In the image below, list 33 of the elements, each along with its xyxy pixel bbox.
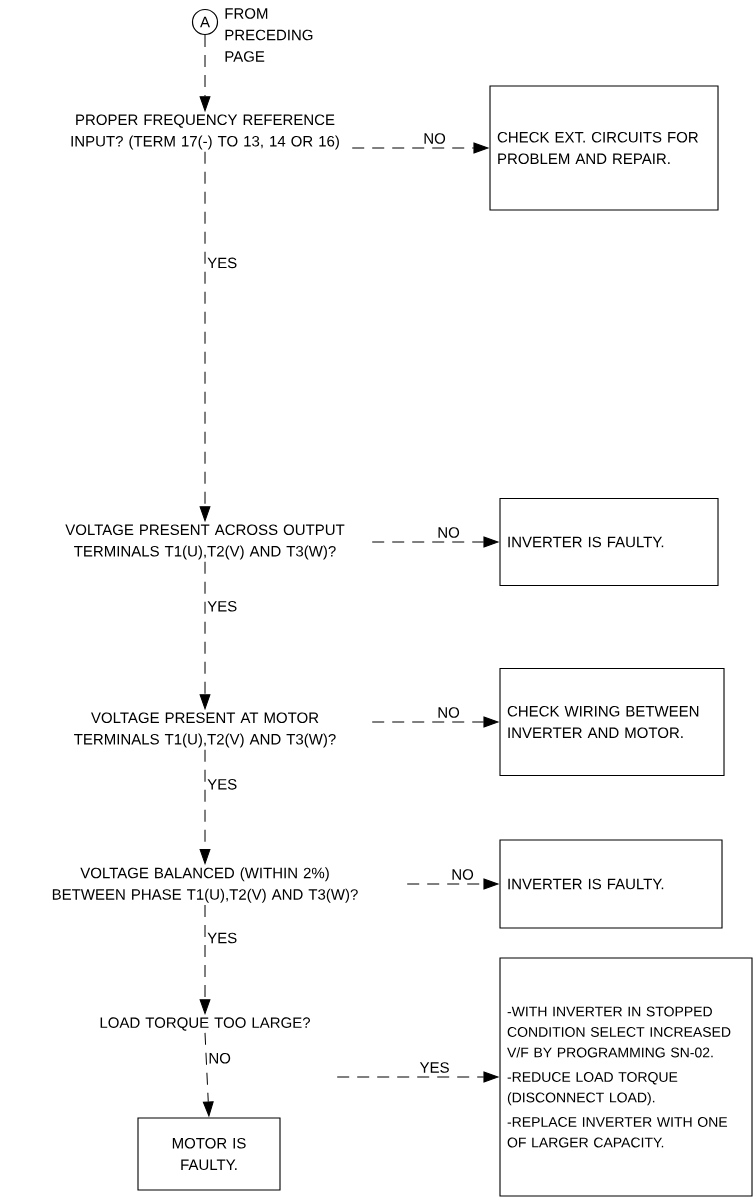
decision-text: LOAD TORQUE TOO LARGE? [100, 1017, 310, 1031]
arrow [199, 749, 211, 865]
arrow [351, 142, 489, 154]
edge-label: NO [207, 1051, 232, 1065]
beside-text: FROM PRECEDING PAGE [225, 8, 313, 62]
arrow [406, 878, 499, 890]
action-box: CHECK WIRING BETWEEN INVERTER AND MOTOR. [499, 667, 725, 777]
action-box: CHECK EXT. CIRCUITS FOR PROBLEM AND REPAIR. [489, 85, 719, 211]
action-box: MOTOR IS FAULTY. [137, 1117, 281, 1191]
decision-text: PROPER FREQUENCY REFERENCE INPUT? (TERM 17(-) TO 13, 14 OR 16) [71, 114, 339, 150]
arrow [199, 151, 211, 522]
edge-label: NO [436, 526, 461, 539]
action-box: INVERTER IS FAULTY. [499, 839, 723, 929]
action-box: -WITH INVERTER IN STOPPED CONDITION SELECT INCREASED V/F BY PROGRAMMING SN-02. -REDUCE LOAD TORQUE (DISCONNECT LOAD). -REPLACE INVERTER WITH ONE OF LARGER CAPACITY. [499, 957, 753, 1197]
edge-label: YES [206, 931, 239, 945]
arrow [199, 904, 211, 1015]
arrow [371, 716, 499, 728]
arrow [199, 561, 211, 710]
decision-text: VOLTAGE BALANCED (WITHIN 2%) BETWEEN PHASE T1(U),T2(V) AND T3(W)? [52, 867, 358, 903]
edge-label: YES [206, 778, 239, 791]
arrow [199, 34, 211, 112]
decision-text: VOLTAGE PRESENT AT MOTOR TERMINALS T1(U),T2(V) AND T3(W)? [74, 712, 336, 748]
decision-text: VOLTAGE PRESENT ACROSS OUTPUT TERMINALS T1(U),T2(V) AND T3(W)? [65, 524, 345, 560]
arrow [371, 536, 499, 548]
arrow [336, 1071, 499, 1083]
edge-label: YES [418, 1061, 451, 1074]
edge-label: NO [436, 706, 461, 719]
edge-label: NO [422, 132, 447, 145]
edge-label: NO [450, 868, 475, 881]
edge-label: YES [206, 256, 239, 270]
action-box: INVERTER IS FAULTY. [499, 497, 719, 587]
edge-label: YES [206, 600, 239, 613]
arrow [202, 1032, 214, 1117]
